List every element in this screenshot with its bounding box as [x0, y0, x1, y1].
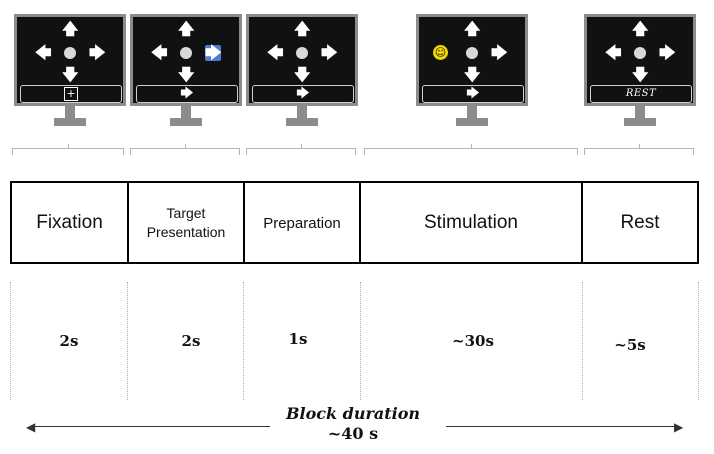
monitor-preparation: 🡅 🡄 🡆 🡇 🡆	[246, 14, 358, 126]
block-duration-label: Block duration ~40 s	[270, 404, 436, 444]
center-dot-icon	[634, 47, 646, 59]
monitor-screen: 🡅 🡄 🡆 🡇 REST	[584, 14, 696, 106]
block-duration-value: ~40 s	[327, 424, 379, 443]
feedback-bar: 🡆	[252, 85, 354, 103]
phase-preparation: Preparation	[243, 181, 361, 264]
phase-label: Preparation	[263, 215, 341, 232]
separator	[360, 282, 361, 400]
center-dot-icon	[180, 47, 192, 59]
arrow-up-icon: 🡅	[632, 19, 649, 38]
brace-fixation	[12, 144, 124, 157]
monitor-screen: 🡅 🡄 🡆 🡇 +	[14, 14, 126, 106]
monitor-stimulation: 🡅 ☺ 🡆 🡇 🡆	[416, 14, 528, 126]
arrow-left-icon: 🡄	[35, 43, 52, 62]
block-arrow-left-line	[30, 426, 270, 427]
monitor-base	[170, 118, 202, 126]
duration-preparation: 1s	[288, 330, 308, 348]
arrow-right-icon: 🡆	[180, 86, 194, 101]
phase-label: Stimulation	[424, 211, 518, 233]
monitor-fixation: 🡅 🡄 🡆 🡇 +	[14, 14, 126, 126]
arrow-right-icon: 🡆	[321, 43, 338, 62]
arrow-left-icon: ◀	[26, 420, 36, 434]
arrow-up-icon: 🡅	[294, 19, 311, 38]
arrow-down-icon: 🡇	[178, 65, 195, 84]
separator	[698, 282, 699, 400]
monitor-stand	[467, 106, 477, 120]
arrow-left-icon: 🡄	[605, 43, 622, 62]
phase-fixation: Fixation	[10, 181, 129, 264]
brace-rest	[584, 144, 694, 157]
monitor-rest: 🡅 🡄 🡆 🡇 REST	[584, 14, 696, 126]
arrow-down-icon: 🡇	[294, 65, 311, 84]
monitor-base	[54, 118, 86, 126]
feedback-bar: 🡆	[422, 85, 524, 103]
arrow-right-icon: 🡆	[296, 86, 310, 101]
phase-target-presentation: Target Presentation	[127, 181, 245, 264]
monitor-stand	[65, 106, 75, 120]
phase-label: Rest	[620, 211, 660, 233]
arrow-right-icon: 🡆	[491, 43, 508, 62]
duration-rest: ~5s	[614, 336, 646, 354]
arrow-down-icon: 🡇	[62, 65, 79, 84]
monitor-stand	[635, 106, 645, 120]
arrow-down-icon: 🡇	[464, 65, 481, 84]
brace-stimulation	[364, 144, 578, 157]
arrow-left-icon: 🡄	[267, 43, 284, 62]
block-arrow-right-line	[446, 426, 680, 427]
feedback-bar: +	[20, 85, 122, 103]
monitor-base	[286, 118, 318, 126]
fixation-cross-icon: +	[64, 86, 78, 101]
phase-rest: Rest	[581, 181, 699, 264]
phase-label: Target Presentation	[146, 204, 226, 240]
monitor-screen: 🡅 ☺ 🡆 🡇 🡆	[416, 14, 528, 106]
brace-preparation	[246, 144, 356, 157]
center-dot-icon	[466, 47, 478, 59]
arrow-right-icon: 🡆	[659, 43, 676, 62]
monitor-base	[624, 118, 656, 126]
highlighted-arrow-right-icon: 🡆	[205, 43, 222, 62]
rest-text-bar: REST	[590, 85, 692, 103]
arrow-left-icon: 🡄	[151, 43, 168, 62]
center-dot-icon	[296, 47, 308, 59]
phase-stimulation: Stimulation	[359, 181, 583, 264]
arrow-up-icon: 🡅	[62, 19, 79, 38]
arrow-up-icon: 🡅	[178, 19, 195, 38]
separator	[127, 282, 128, 400]
monitor-target: 🡅 🡄 🡆 🡇 🡆	[130, 14, 242, 126]
brace-target	[130, 144, 240, 157]
arrow-up-icon: 🡅	[464, 19, 481, 38]
monitor-screen: 🡅 🡄 🡆 🡇 🡆	[246, 14, 358, 106]
center-dot-icon	[64, 47, 76, 59]
monitor-screen: 🡅 🡄 🡆 🡇 🡆	[130, 14, 242, 106]
smiley-face-icon: ☺	[433, 45, 448, 60]
monitor-base	[456, 118, 488, 126]
separator	[582, 282, 583, 400]
separator	[243, 282, 244, 400]
phase-label: Fixation	[36, 211, 103, 233]
arrow-right-icon: 🡆	[89, 43, 106, 62]
duration-fixation: 2s	[59, 332, 79, 350]
monitor-stand	[181, 106, 191, 120]
arrow-right-icon: ▶	[674, 420, 684, 434]
monitor-stand	[297, 106, 307, 120]
feedback-bar: 🡆	[136, 85, 238, 103]
separator	[10, 282, 11, 400]
duration-target: 2s	[181, 332, 201, 350]
arrow-down-icon: 🡇	[632, 65, 649, 84]
duration-stimulation: ~30s	[452, 332, 494, 350]
block-duration-title: Block duration	[285, 404, 421, 423]
arrow-right-icon: 🡆	[466, 86, 480, 101]
